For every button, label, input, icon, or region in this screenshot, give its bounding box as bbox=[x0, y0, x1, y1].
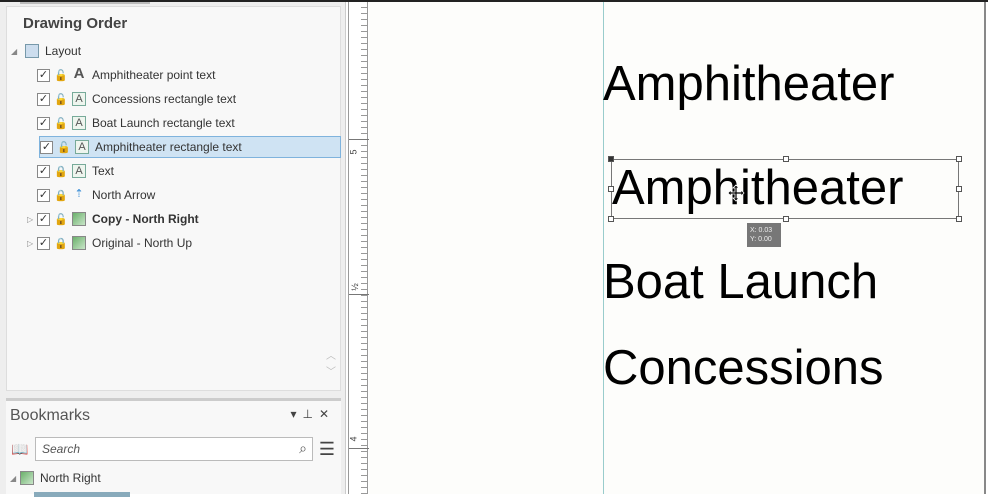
vertical-ruler: 5 ½ 4 bbox=[348, 2, 369, 494]
collapse-icon[interactable]: ◢ bbox=[11, 46, 18, 56]
lock-icon[interactable]: 🔒 bbox=[54, 165, 68, 178]
layout-icon bbox=[25, 44, 39, 58]
lock-icon[interactable]: 🔒 bbox=[54, 237, 68, 250]
rectangle-text-icon: A bbox=[72, 92, 86, 106]
amphitheater-point-text[interactable]: Amphitheater bbox=[603, 57, 895, 111]
bookmark-thumbnail[interactable] bbox=[34, 492, 130, 497]
unlock-icon[interactable]: 🔓 bbox=[54, 213, 68, 226]
bookmarks-pane: Bookmarks ▾⊥✕ 📖 Search ⌕ ☰ ◢ North Right bbox=[6, 398, 341, 497]
scroll-down-icon[interactable]: ﹀ bbox=[326, 367, 336, 378]
unlock-icon[interactable]: 🔓 bbox=[54, 93, 68, 106]
resize-handle[interactable] bbox=[956, 216, 962, 222]
resize-handle[interactable] bbox=[956, 186, 962, 192]
layer-item[interactable]: ▷✓ 🔓 Copy - North Right bbox=[27, 208, 199, 230]
visibility-checkbox[interactable]: ✓ bbox=[40, 140, 53, 154]
layout-canvas[interactable]: Amphitheater Amphitheater Boat Launch Co… bbox=[369, 2, 986, 494]
resize-handle[interactable] bbox=[608, 156, 614, 162]
lock-icon[interactable]: 🔒 bbox=[54, 189, 68, 202]
visibility-checkbox[interactable]: ✓ bbox=[37, 68, 50, 82]
layer-label: Concessions rectangle text bbox=[92, 92, 237, 106]
unlock-icon[interactable]: 🔓 bbox=[54, 117, 68, 130]
expand-icon[interactable]: ▷ bbox=[27, 238, 34, 248]
map-icon bbox=[20, 471, 34, 485]
bookmark-icon[interactable]: 📖 bbox=[11, 441, 29, 457]
move-cursor-icon bbox=[727, 184, 745, 202]
map-frame-icon bbox=[72, 212, 86, 226]
resize-handle[interactable] bbox=[608, 186, 614, 192]
layer-item[interactable]: ▷✓ 🔒 Original - North Up bbox=[27, 232, 192, 254]
resize-handle[interactable] bbox=[608, 216, 614, 222]
point-text-icon: A bbox=[73, 65, 85, 82]
boat-launch-text[interactable]: Boat Launch bbox=[603, 255, 879, 309]
position-tooltip: X: 0.03 Y: 0.00 bbox=[747, 223, 781, 247]
layer-label: Copy - North Right bbox=[92, 212, 199, 226]
pane-title: Bookmarks bbox=[10, 407, 91, 424]
ruler-label: ½ bbox=[349, 283, 360, 291]
ruler-label: 4 bbox=[348, 436, 359, 442]
pane-title: Drawing Order bbox=[23, 15, 128, 32]
tooltip-x: X: 0.03 bbox=[750, 227, 773, 234]
menu-dropdown-icon[interactable]: ▾ bbox=[290, 407, 303, 421]
visibility-checkbox[interactable]: ✓ bbox=[37, 212, 50, 226]
pane-controls: ▾⊥✕ bbox=[290, 407, 335, 421]
layer-item[interactable]: ✓ 🔒 ⇡ North Arrow bbox=[37, 184, 155, 206]
ruler-major-tick bbox=[349, 294, 369, 295]
map-frame-icon bbox=[72, 236, 86, 250]
top-border bbox=[0, 0, 988, 2]
visibility-checkbox[interactable]: ✓ bbox=[37, 236, 50, 250]
guide-line bbox=[603, 2, 604, 494]
selection-box[interactable] bbox=[608, 156, 962, 222]
tree-root-layout[interactable]: ◢ Layout bbox=[11, 40, 81, 62]
search-icon[interactable]: ⌕ bbox=[299, 440, 307, 456]
search-placeholder: Search bbox=[42, 442, 81, 456]
north-arrow-icon: ⇡ bbox=[74, 188, 84, 200]
layer-label: Boat Launch rectangle text bbox=[92, 116, 235, 130]
visibility-checkbox[interactable]: ✓ bbox=[37, 164, 50, 178]
expand-icon[interactable]: ▷ bbox=[27, 214, 34, 224]
visibility-checkbox[interactable]: ✓ bbox=[37, 188, 50, 202]
search-input[interactable]: Search ⌕ bbox=[35, 437, 313, 461]
rectangle-text-icon: A bbox=[72, 164, 86, 178]
close-icon[interactable]: ✕ bbox=[318, 407, 335, 421]
resize-handle[interactable] bbox=[783, 156, 789, 162]
layer-label: Text bbox=[92, 164, 115, 178]
layer-label: Original - North Up bbox=[92, 236, 193, 250]
resize-handle[interactable] bbox=[783, 216, 789, 222]
pane-tab[interactable] bbox=[20, 0, 150, 4]
layer-item[interactable]: ✓ 🔒 A Text bbox=[37, 160, 114, 182]
ruler-major-tick bbox=[349, 139, 369, 140]
layer-item[interactable]: ✓ 🔓 A Amphitheater point text bbox=[37, 64, 215, 86]
collapse-icon[interactable]: ◢ bbox=[10, 473, 17, 483]
rectangle-text-icon: A bbox=[75, 140, 89, 154]
pin-icon[interactable]: ⊥ bbox=[302, 407, 319, 421]
concessions-text[interactable]: Concessions bbox=[603, 341, 884, 395]
unlock-icon[interactable]: 🔓 bbox=[57, 141, 71, 154]
bookmark-label: North Right bbox=[40, 471, 101, 485]
layer-label: Amphitheater rectangle text bbox=[95, 140, 242, 154]
layer-label: Amphitheater point text bbox=[92, 68, 216, 82]
layer-label: North Arrow bbox=[92, 188, 156, 202]
layer-item[interactable]: ✓ 🔓 A Amphitheater rectangle text bbox=[39, 136, 341, 158]
tree-label: Layout bbox=[45, 44, 82, 58]
layer-item[interactable]: ✓ 🔓 A Concessions rectangle text bbox=[37, 88, 236, 110]
bookmark-item[interactable]: ◢ North Right bbox=[10, 471, 101, 485]
visibility-checkbox[interactable]: ✓ bbox=[37, 116, 50, 130]
unlock-icon[interactable]: 🔓 bbox=[54, 69, 68, 82]
ruler-label: 5 bbox=[348, 149, 359, 155]
resize-handle[interactable] bbox=[956, 156, 962, 162]
tooltip-y: Y: 0.00 bbox=[750, 236, 772, 243]
visibility-checkbox[interactable]: ✓ bbox=[37, 92, 50, 106]
amphitheater-rectangle-text[interactable]: Amphitheater bbox=[612, 161, 904, 215]
rectangle-text-icon: A bbox=[72, 116, 86, 130]
ruler-major-tick bbox=[349, 448, 369, 449]
layer-item[interactable]: ✓ 🔓 A Boat Launch rectangle text bbox=[37, 112, 235, 134]
scroll-up-icon[interactable]: ︿ bbox=[326, 351, 336, 362]
hamburger-menu-icon[interactable]: ☰ bbox=[318, 439, 335, 459]
